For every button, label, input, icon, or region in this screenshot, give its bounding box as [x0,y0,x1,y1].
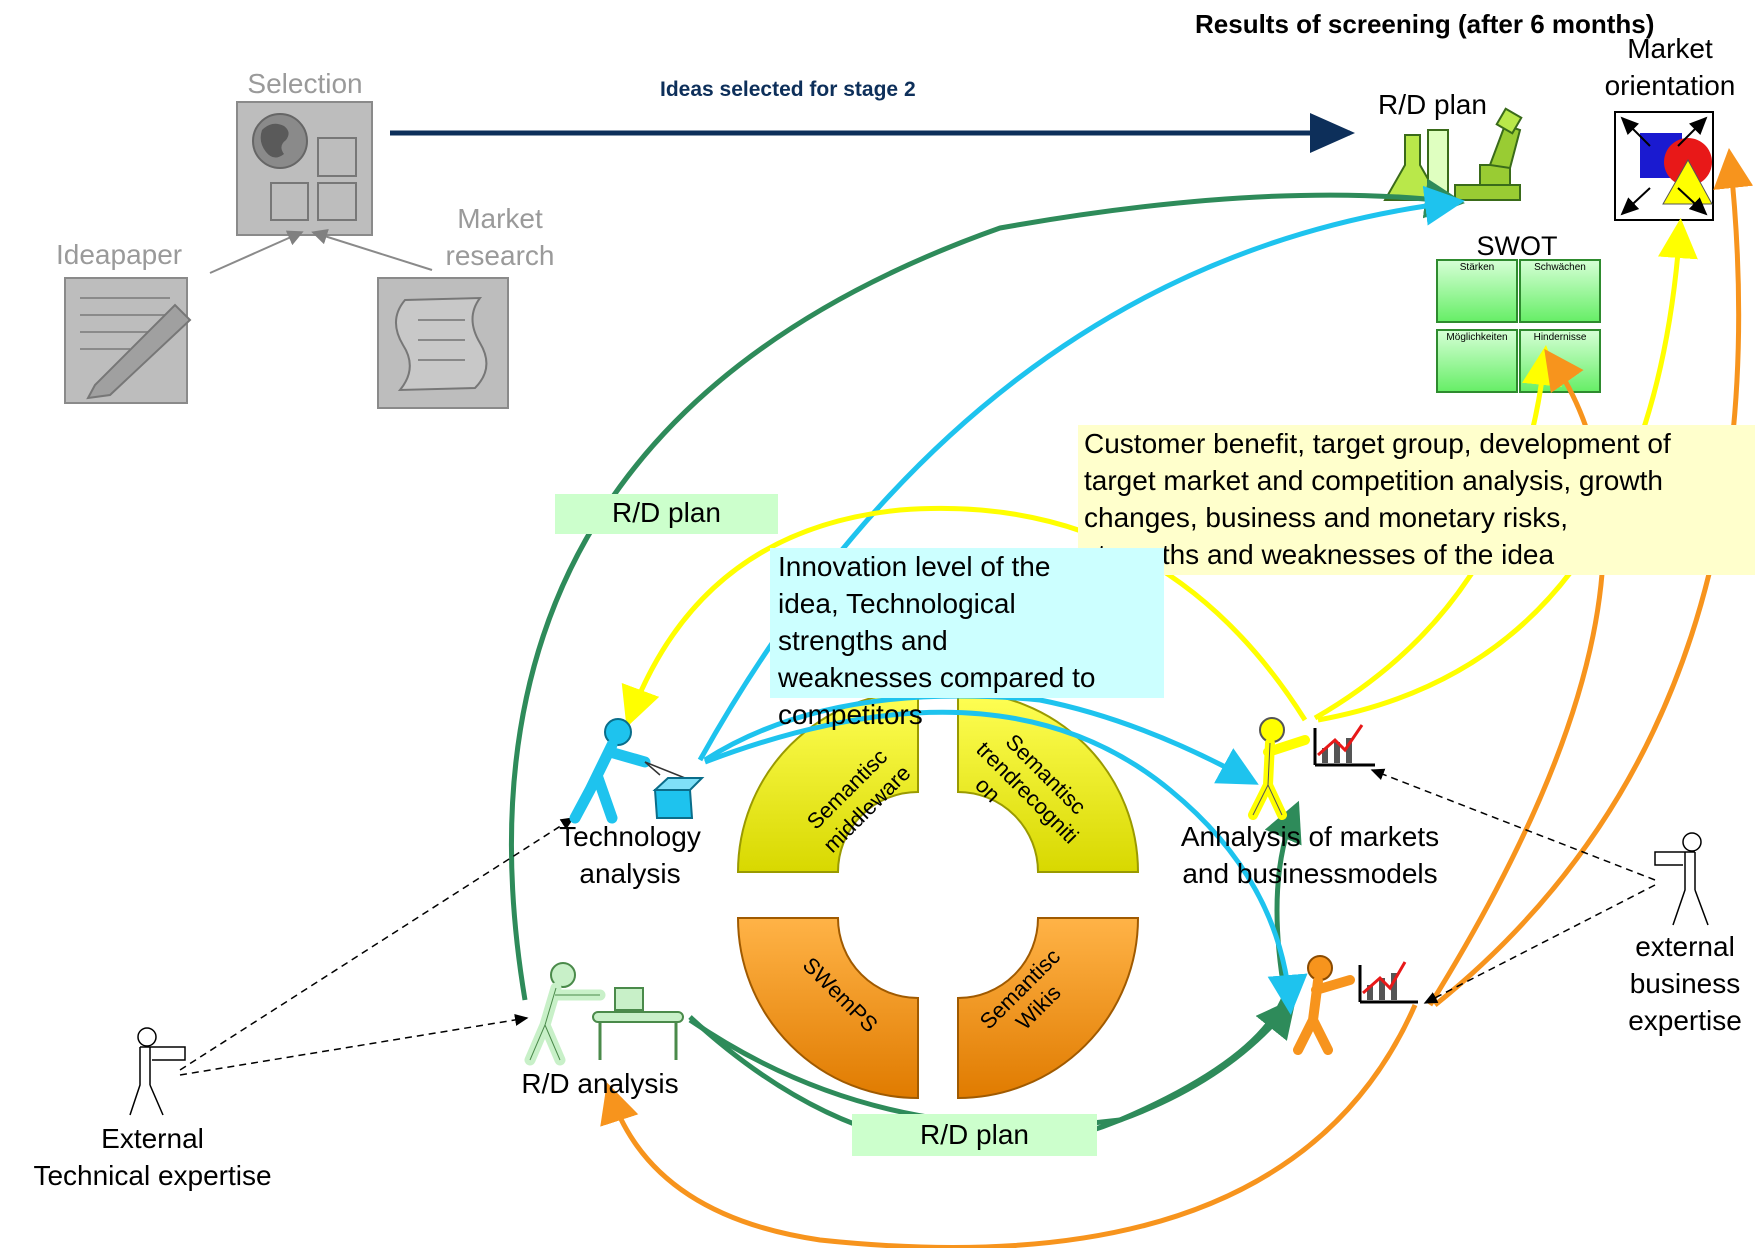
swot-label: SWOT [1477,231,1558,261]
swot-weaknesses: Schwächen [1534,262,1586,273]
orange-arrow-business-to-rd [600,1003,1418,1248]
green-arrow-rd-to-lab [508,178,1465,1001]
rd-plan-lower-box: R/D plan [852,1114,1097,1156]
orange-arrow-business-to-swot [1427,348,1607,1007]
ideapaper-label: Ideapaper [56,239,183,270]
technology-criteria-box: Innovation level of the idea, Technologi… [770,548,1164,730]
swot-opportunities: Möglichkeiten [1446,332,1507,343]
diagram-title: Results of screening (after 6 months) [1195,9,1654,39]
center-ring [736,690,1140,1100]
orange-arrow-orientation-to-business [1433,148,1754,1007]
market-chart-icon [1313,724,1375,767]
market-research-icon [377,277,509,409]
rd-plan-result-label: R/D plan [1378,89,1487,120]
market-orientation-icon [1614,111,1714,221]
cyan-arrow-tech-to-markets [703,693,1259,785]
dashed-arrow-ext-tech-to-tech [179,817,575,1071]
selection-icon [236,101,373,236]
rd-analyst-icon [524,962,684,1066]
swot-threats: Hindernisse [1534,332,1587,343]
swot-grid: Stärken Schwächen Möglichkeiten Hinderni… [1436,259,1601,393]
dashed-arrow-ext-tech-to-rd [179,1014,529,1076]
selection-label: Selection [247,68,363,99]
business-chart-icon [1358,961,1418,1004]
rd-plan-upper-box: R/D plan [555,494,778,534]
swot-strengths: Stärken [1460,262,1494,273]
business-analyst-icon [1293,955,1355,1055]
external-business-expert-icon [1654,832,1709,926]
external-tech-expert-icon [129,1027,186,1116]
dashed-arrow-ext-bus-to-markets [1370,768,1656,881]
market-criteria-box: Customer benefit, target group, developm… [1078,425,1755,575]
stage2-arrow-label: Ideas selected for stage 2 [660,78,916,101]
yellow-arrow-markets-to-tech [621,505,1308,728]
technology-analyst-icon [569,718,705,824]
ideapaper-icon [64,277,192,404]
rd-analysis-label: R/D analysis [521,1068,679,1099]
market-analyst-icon [1248,717,1310,820]
cyan-arrow-tech-to-orange [704,709,1308,1015]
